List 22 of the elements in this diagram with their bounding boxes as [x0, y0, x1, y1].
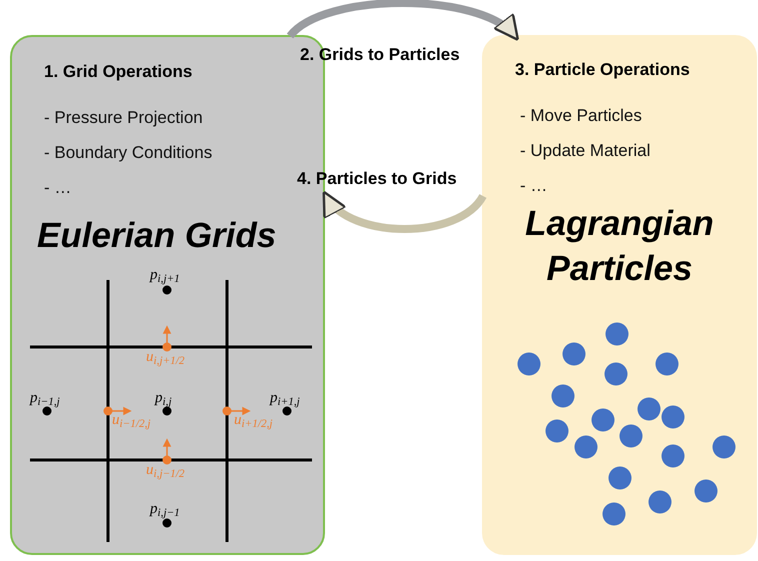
math-label: u$_{i+1/2,j}$: [234, 413, 273, 428]
math-label: u$_{i−1/2,j}$: [112, 413, 151, 428]
panel-heading: 1. Grid Operations: [44, 61, 192, 83]
panel-title: Lagrangian Particles: [524, 203, 715, 290]
panel-heading: 3. Particle Operations: [515, 59, 690, 81]
math-label: p$_{i−1,j}$: [30, 391, 60, 406]
list-item: - Pressure Projection: [44, 107, 203, 129]
math-label: p$_{i,j+1}$: [150, 268, 180, 283]
math-label: u$_{i,j+1/2}$: [146, 350, 185, 365]
list-item: - Boundary Conditions: [44, 142, 212, 164]
math-label: p$_{i+1,j}$: [270, 391, 300, 406]
list-item: - Update Material: [520, 140, 650, 162]
curved-arrow: [322, 190, 486, 233]
list-item: - …: [520, 175, 548, 197]
curved-arrow: [287, 0, 520, 40]
list-item: - …: [44, 177, 72, 199]
list-item: - Move Particles: [520, 105, 642, 127]
panel: [482, 35, 757, 555]
math-label: u$_{i,j−1/2}$: [146, 463, 185, 478]
panel-title: Eulerian Grids: [37, 215, 276, 257]
math-label: p$_{i,j−1}$: [150, 502, 180, 517]
math-label: p$_{i,j}$: [155, 391, 172, 406]
